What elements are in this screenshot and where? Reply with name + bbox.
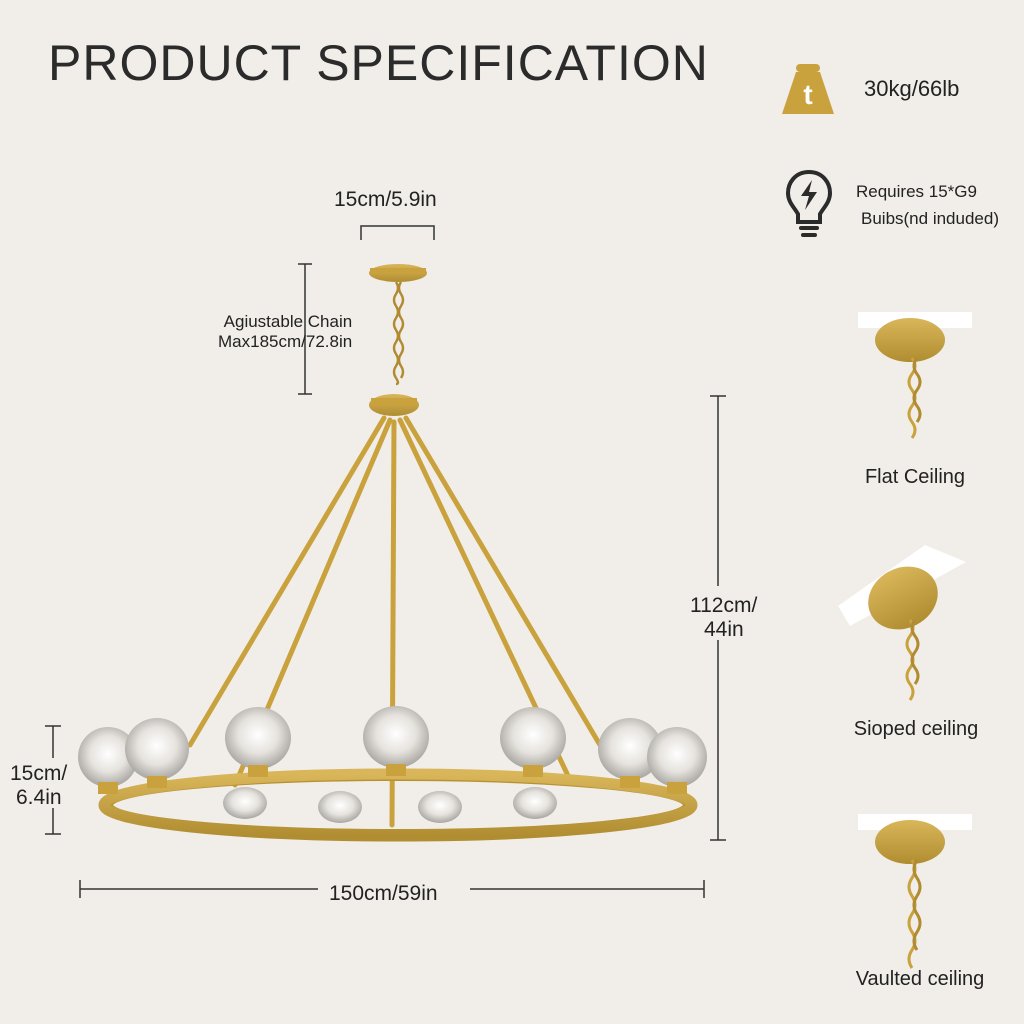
flat-ceiling-mount-illustration xyxy=(858,312,972,439)
page-title: PRODUCT SPECIFICATION xyxy=(48,35,709,91)
sloped-ceiling-label: Sioped ceiling xyxy=(853,718,979,740)
diameter-dimension-line xyxy=(79,880,705,898)
canopy-dimension-label: 15cm/5.9in xyxy=(334,188,437,211)
weight-icon: t xyxy=(778,58,838,118)
bulb-line-2: Buibs(nd induded) xyxy=(861,209,999,228)
chain xyxy=(392,281,405,386)
bulb-icon xyxy=(784,168,834,246)
shade-line-2: 6.4in xyxy=(16,786,62,809)
lamp-back-row xyxy=(223,787,557,823)
lamp-front-row xyxy=(78,706,707,794)
height-line-2: 44in xyxy=(704,618,744,641)
svg-text:t: t xyxy=(803,79,812,110)
flat-ceiling-label: Flat Ceiling xyxy=(864,466,966,488)
bulb-line-1: Requires 15*G9 xyxy=(856,182,977,201)
height-dimension-label: 112cm/ 44in xyxy=(690,594,757,642)
vaulted-ceiling-mount-illustration xyxy=(858,814,972,969)
canopy-dimension-line xyxy=(360,225,435,240)
chain-line-2: Max185cm/72.8in xyxy=(218,332,353,351)
vaulted-ceiling-label: Vaulted ceiling xyxy=(855,968,985,990)
weight-value: 30kg/66lb xyxy=(864,76,960,101)
shade-dimension-line xyxy=(45,725,61,835)
sloped-ceiling-mount-illustration xyxy=(838,545,966,701)
shade-line-1: 15cm/ xyxy=(10,762,68,785)
height-line-1: 112cm/ xyxy=(690,594,758,617)
chain-dimension-line xyxy=(298,263,312,395)
diameter-dimension-label: 150cm/59in xyxy=(323,882,444,906)
height-dimension-line xyxy=(710,395,726,841)
shade-dimension-label: 15cm/ 6.4in xyxy=(10,762,67,810)
ring-front xyxy=(98,768,698,842)
bulb-requirement: Requires 15*G9 Buibs(nd induded) xyxy=(856,178,999,232)
chain-line-1: Agiustable Chain xyxy=(223,312,353,331)
chain-dimension-label: Agiustable Chain Max185cm/72.8in xyxy=(218,312,352,352)
